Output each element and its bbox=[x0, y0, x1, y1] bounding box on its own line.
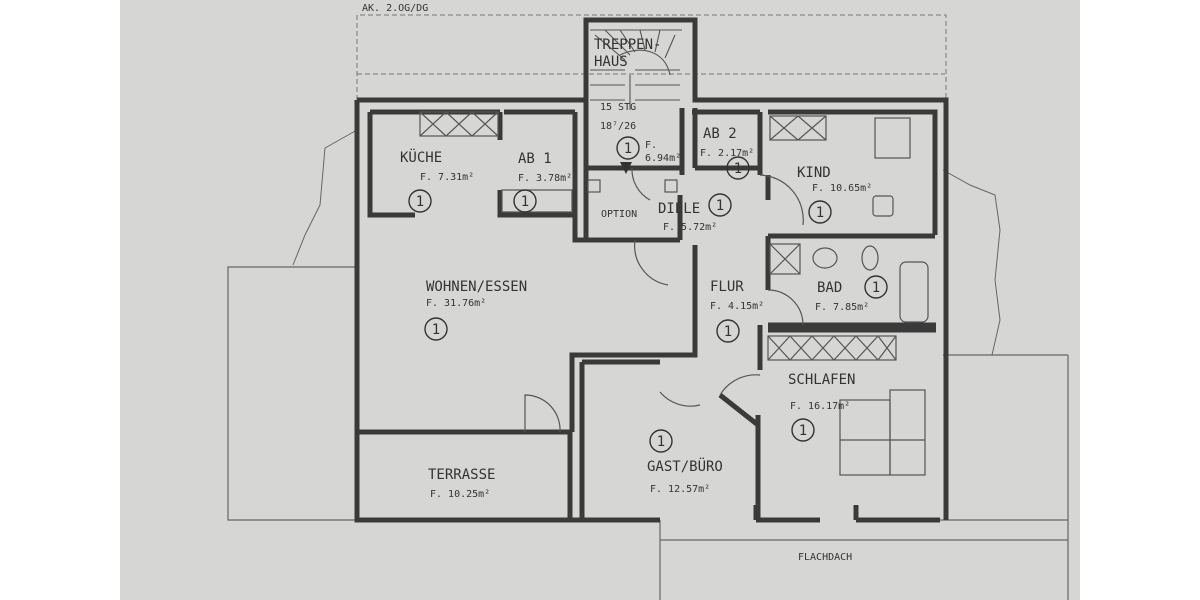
level-label: AK. 2.OG/DG bbox=[362, 3, 428, 14]
svg-text:1: 1 bbox=[799, 423, 807, 439]
walls bbox=[354, 17, 949, 523]
ab1-name: AB 1 bbox=[518, 151, 552, 167]
left-margin bbox=[0, 0, 120, 600]
room-marker-kueche: 1 bbox=[408, 189, 432, 213]
diele-area: F. 5.72m² bbox=[663, 222, 717, 233]
treppenhaus-stairs: 15 STG bbox=[600, 102, 636, 113]
bad-area: F. 7.85m² bbox=[815, 302, 869, 313]
stair-arrow-icon bbox=[620, 162, 632, 174]
room-marker-schlafen: 1 bbox=[791, 418, 815, 442]
site-outlines bbox=[227, 266, 1069, 600]
room-markers: 1 1 1 1 1 1 1 1 1 1 1 bbox=[408, 136, 888, 453]
kueche-name: KÜCHE bbox=[400, 148, 442, 166]
svg-text:1: 1 bbox=[816, 205, 824, 221]
door-swings bbox=[524, 167, 804, 433]
room-marker-diele: 1 bbox=[708, 193, 732, 217]
room-marker-bad: 1 bbox=[864, 275, 888, 299]
flachdach-label: FLACHDACH bbox=[798, 552, 852, 563]
floor-plan-sheet: AK. 2.OG/DG TREPPEN- HAUS 15 STG 18⁷/26 … bbox=[120, 0, 1080, 600]
flur-name: FLUR bbox=[710, 279, 744, 295]
room-marker-ab1: 1 bbox=[513, 189, 537, 213]
right-margin bbox=[1080, 0, 1200, 600]
treppenhaus-area: 6.94m² bbox=[645, 153, 681, 164]
room-marker-ab2: 1 bbox=[726, 156, 750, 180]
svg-text:1: 1 bbox=[716, 198, 724, 214]
room-marker-kind: 1 bbox=[808, 200, 832, 224]
terrain-lines bbox=[292, 129, 1001, 356]
room-marker-gast: 1 bbox=[649, 429, 673, 453]
room-marker-treppenhaus: 1 bbox=[616, 136, 640, 160]
svg-text:1: 1 bbox=[734, 161, 742, 177]
terrasse-area: F. 10.25m² bbox=[430, 489, 490, 500]
ab1-area: F. 3.78m² bbox=[518, 173, 572, 184]
ab2-area: F. 2.17m² bbox=[700, 148, 754, 159]
gast-area: F. 12.57m² bbox=[650, 484, 710, 495]
kind-area: F. 10.65m² bbox=[812, 183, 872, 194]
schlafen-area: F. 16.17m² bbox=[790, 401, 850, 412]
treppenhaus-rise: 18⁷/26 bbox=[600, 121, 636, 132]
kind-name: KIND bbox=[797, 165, 831, 181]
ab2-name: AB 2 bbox=[703, 126, 737, 142]
svg-text:1: 1 bbox=[657, 434, 665, 450]
svg-text:1: 1 bbox=[521, 194, 529, 210]
svg-text:1: 1 bbox=[724, 324, 732, 340]
gast-name: GAST/BÜRO bbox=[647, 457, 723, 475]
wohnen-area: F. 31.76m² bbox=[426, 298, 486, 309]
svg-text:1: 1 bbox=[416, 194, 424, 210]
treppenhaus-name-2: HAUS bbox=[594, 54, 628, 70]
svg-text:1: 1 bbox=[432, 322, 440, 338]
wohnen-name: WOHNEN/ESSEN bbox=[426, 279, 527, 295]
room-marker-flur: 1 bbox=[716, 319, 740, 343]
svg-text:1: 1 bbox=[624, 141, 632, 157]
staircase bbox=[590, 29, 682, 110]
floor-plan: AK. 2.OG/DG TREPPEN- HAUS 15 STG 18⁷/26 … bbox=[227, 3, 1069, 600]
flur-area: F. 4.15m² bbox=[710, 301, 764, 312]
bad-name: BAD bbox=[817, 280, 842, 296]
diele-name: DIELE bbox=[658, 201, 700, 217]
kueche-area: F. 7.31m² bbox=[420, 172, 474, 183]
option-label: OPTION bbox=[601, 209, 637, 220]
dashed-outlines bbox=[356, 14, 947, 100]
room-marker-wohnen: 1 bbox=[424, 317, 448, 341]
treppenhaus-area-prefix: F. bbox=[645, 140, 657, 151]
fixtures bbox=[419, 111, 929, 476]
treppenhaus-name-1: TREPPEN- bbox=[594, 37, 661, 53]
schlafen-name: SCHLAFEN bbox=[788, 372, 855, 388]
terrasse-name: TERRASSE bbox=[428, 467, 495, 483]
svg-text:1: 1 bbox=[872, 280, 880, 296]
